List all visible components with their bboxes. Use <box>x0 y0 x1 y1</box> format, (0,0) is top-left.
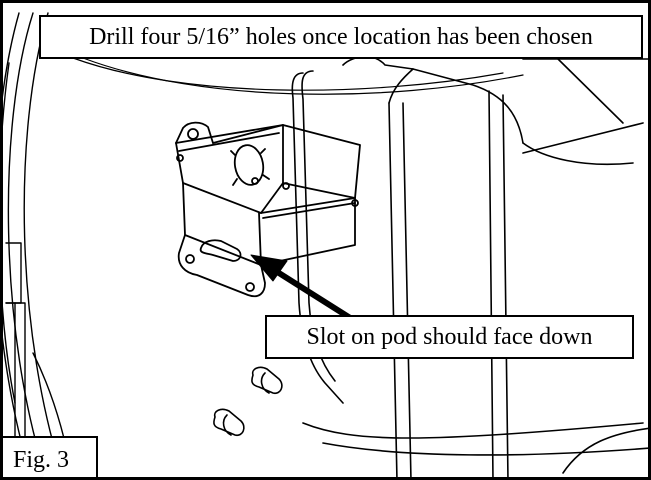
mounting-pad <box>291 55 648 477</box>
top-instruction-callout: Drill four 5/16” holes once location has… <box>39 15 643 59</box>
slot-note-callout: Slot on pod should face down <box>265 315 634 359</box>
mounting-pod <box>175 121 361 298</box>
technical-line-drawing <box>3 12 648 477</box>
housing-slots <box>213 366 283 437</box>
housing-left-wall <box>3 12 73 477</box>
figure-label: Fig. 3 <box>3 436 98 477</box>
arrow-pointer-icon <box>250 254 358 324</box>
housing-top-arcs <box>72 57 524 95</box>
